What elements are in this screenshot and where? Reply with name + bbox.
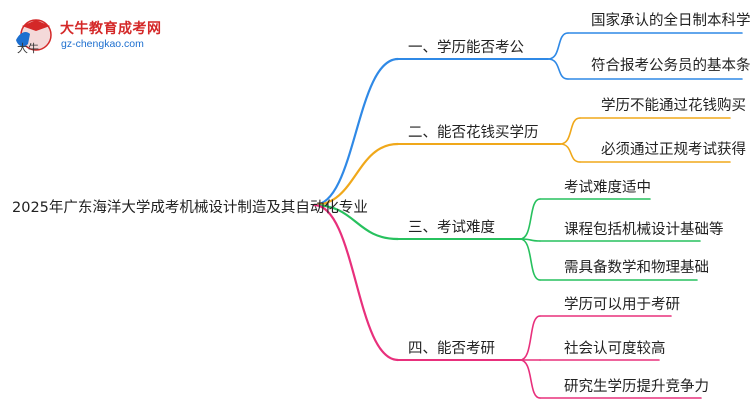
- branch-exam-civil-service: 一、学历能否考公: [408, 40, 524, 56]
- branch-connector: [312, 203, 400, 241]
- branch-connector: [312, 142, 400, 207]
- branch-connector: [312, 57, 400, 207]
- leaf-connector: [519, 238, 541, 281]
- leaf-node: 学历不能通过花钱购买: [601, 98, 746, 114]
- branch-postgraduate: 四、能否考研: [408, 341, 495, 357]
- leaf-connector: [547, 32, 569, 60]
- leaf-node: 必须通过正规考试获得: [601, 142, 746, 158]
- leaf-connector: [519, 315, 541, 361]
- logo-url: gz-chengkao.com: [61, 38, 144, 50]
- leaf-connector: [559, 143, 581, 163]
- leaf-node: 需具备数学和物理基础: [564, 260, 709, 276]
- leaf-node: 社会认可度较高: [564, 341, 666, 357]
- svg-text:大牛: 大牛: [17, 41, 39, 54]
- graduate-mascot-icon: 大牛: [16, 19, 52, 54]
- leaf-node: 研究生学历提升竞争力: [564, 379, 709, 395]
- site-logo[interactable]: 大牛 大牛教育成考网 gz-chengkao.com: [8, 14, 178, 54]
- branch-exam-difficulty: 三、考试难度: [408, 220, 495, 236]
- branch-buy-degree: 二、能否花钱买学历: [408, 125, 539, 141]
- leaf-connector: [547, 58, 569, 80]
- root-topic: 2025年广东海洋大学成考机械设计制造及其自动化专业: [12, 200, 368, 216]
- leaf-node: 符合报考公务员的基本条件: [591, 58, 750, 74]
- leaf-connector: [519, 359, 541, 399]
- branch-connector: [312, 203, 400, 362]
- leaf-connector: [519, 198, 541, 240]
- leaf-node: 课程包括机械设计基础等: [564, 222, 724, 238]
- leaf-node: 学历可以用于考研: [564, 297, 680, 313]
- leaf-node: 考试难度适中: [564, 180, 651, 196]
- logo-title: 大牛教育成考网: [60, 21, 162, 37]
- leaf-connector: [559, 117, 581, 145]
- leaf-node: 国家承认的全日制本科学历: [591, 13, 750, 29]
